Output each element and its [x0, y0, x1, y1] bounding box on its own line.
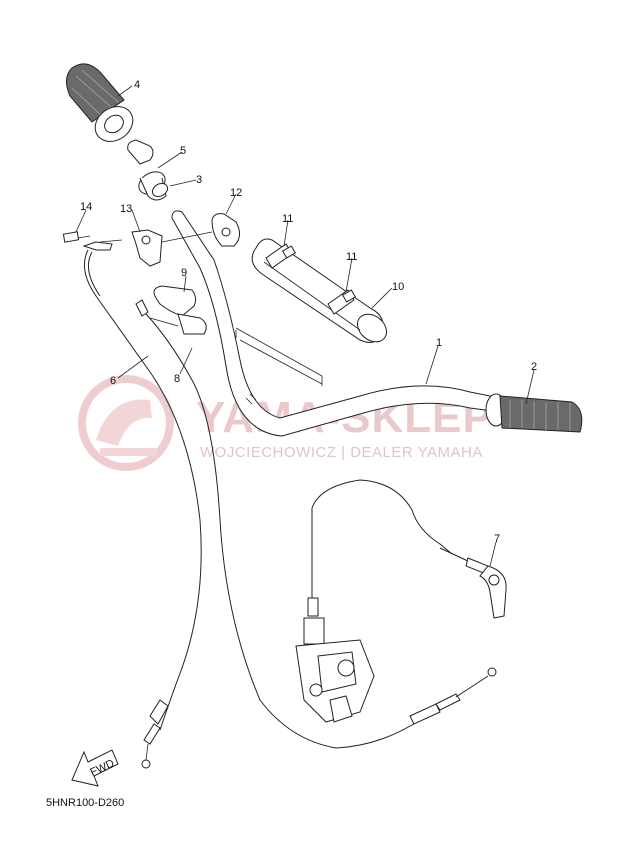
- callout-10: 10: [392, 281, 404, 293]
- grip-collar[interactable]: [127, 139, 170, 201]
- diagram-code: 5HNR100-D260: [46, 797, 124, 809]
- callout-6: 6: [110, 375, 116, 387]
- carburetor: [295, 479, 453, 723]
- callout-1: 1: [436, 337, 442, 349]
- choke-cable[interactable]: [439, 547, 507, 619]
- callout-11a: 11: [282, 213, 293, 225]
- holder-bolt[interactable]: [62, 231, 91, 243]
- leader-lines: [75, 85, 535, 567]
- callout-11b: 11: [346, 251, 357, 263]
- callout-labels: 4 5 3 12 11 11 10 1 2 9 13 14 6 8 7: [80, 79, 537, 545]
- handlebar[interactable]: [171, 210, 501, 437]
- handlebar-pad[interactable]: [251, 238, 392, 347]
- left-grip[interactable]: [66, 63, 139, 149]
- lever-holder[interactable]: [131, 229, 163, 267]
- callout-4: 4: [134, 79, 140, 91]
- pad-band-left[interactable]: [265, 243, 297, 269]
- callout-13: 13: [120, 203, 132, 215]
- callout-2: 2: [531, 361, 537, 373]
- watermark-subtitle: WOJCIECHOWICZ | DEALER YAMAHA: [200, 444, 483, 461]
- callout-5: 5: [180, 145, 186, 157]
- callout-9: 9: [181, 267, 187, 279]
- callout-14: 14: [80, 201, 92, 213]
- callout-7: 7: [494, 533, 500, 545]
- bolt-leader: [99, 231, 213, 243]
- hot-start-cable[interactable]: [135, 299, 457, 749]
- callout-3: 3: [196, 174, 202, 186]
- callout-8: 8: [174, 373, 180, 385]
- throttle-cable[interactable]: [82, 241, 202, 769]
- fwd-arrow: FWD: [71, 749, 119, 787]
- callout-12: 12: [230, 187, 242, 199]
- right-grip[interactable]: [485, 393, 583, 433]
- watermark-logo-icon: [78, 375, 174, 471]
- bracket-upper[interactable]: [211, 213, 240, 247]
- pad-band-right[interactable]: [327, 289, 357, 315]
- carb-cable: [409, 667, 497, 725]
- hot-start-lever[interactable]: [153, 285, 207, 335]
